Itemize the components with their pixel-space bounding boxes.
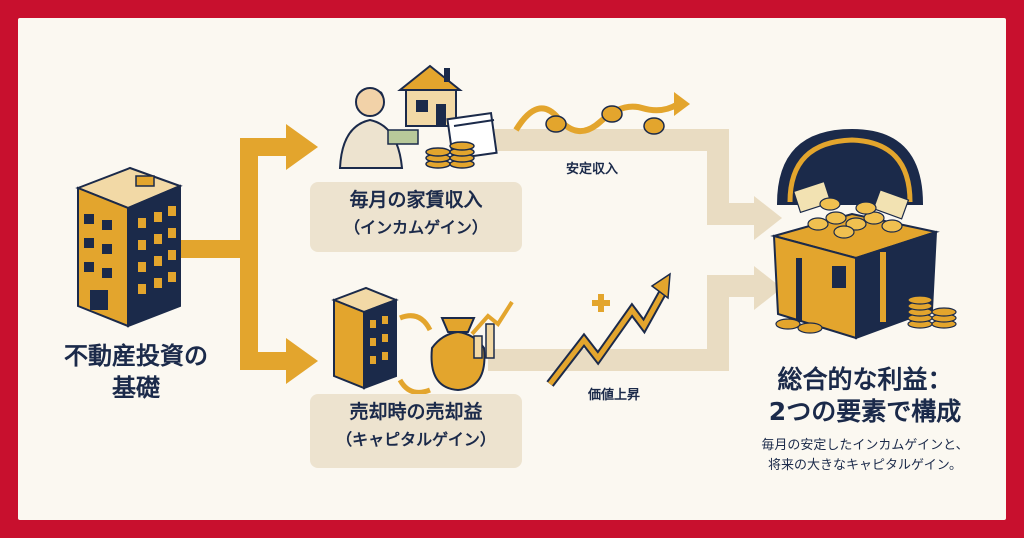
coin-icon — [545, 115, 567, 133]
title-line-2: 基礎 — [112, 374, 160, 402]
house-icon — [397, 64, 463, 127]
capital-gain-scene — [331, 286, 514, 395]
branch-top — [240, 138, 290, 156]
small-building-icon — [331, 286, 399, 390]
exchange-arrow-top — [399, 313, 433, 332]
coin-stack-icon — [425, 141, 475, 169]
treasure-chest-icon — [770, 128, 957, 340]
income-flow-arrowhead — [754, 196, 782, 240]
investment-basics-title: 不動産投資の 基礎 — [36, 340, 236, 404]
income-label-sub: （インカムゲイン） — [344, 218, 488, 237]
capital-label-box: 売却時の売却益 （キャピタルゲイン） — [310, 394, 522, 468]
title-line-1: 不動産投資の — [64, 342, 208, 370]
capital-flow-band — [488, 275, 758, 371]
branch-bottom-arrowhead — [286, 338, 318, 384]
value-rise-label: 価値上昇 — [588, 388, 641, 403]
income-label-main: 毎月の家賃収入 — [349, 189, 483, 211]
result-title-line-2: 2つの要素で構成 — [768, 397, 962, 426]
growth-bar-chart-icon — [473, 323, 495, 359]
branch-bottom — [240, 352, 290, 370]
branch-arrows — [180, 124, 318, 384]
value-rise-arrow — [546, 272, 671, 387]
income-label-box: 毎月の家賃収入 （インカムゲイン） — [310, 182, 522, 252]
description-line-1: 毎月の安定したインカムゲインと、 — [761, 438, 969, 453]
diagram-graphics — [75, 64, 957, 395]
branch-stem — [180, 240, 242, 258]
capital-label-sub: （キャピタルゲイン） — [336, 430, 496, 449]
branch-top-arrowhead — [286, 124, 318, 170]
stable-income-wave — [513, 92, 690, 135]
plus-icon — [592, 294, 610, 312]
capital-flow-arrowhead — [754, 266, 782, 310]
income-flow-band — [488, 129, 758, 225]
person-icon — [338, 87, 419, 169]
capital-label-main: 売却時の売却益 — [349, 401, 483, 423]
coin-icon — [643, 117, 665, 135]
money-bag-icon — [430, 317, 486, 392]
coin-icon — [601, 105, 623, 123]
total-profit-description: 毎月の安定したインカムゲインと、 将来の大きなキャピタルゲイン。 — [730, 436, 1000, 476]
coin-stack-icon — [775, 295, 957, 334]
branch-vertical — [240, 138, 258, 370]
stable-income-label: 安定収入 — [566, 162, 619, 177]
result-title-line-1: 総合的な利益： — [777, 365, 953, 394]
infographic-canvas: 不動産投資の 基礎 毎月の家賃収入 （インカムゲイン） 売却時の売却益 （キャピ… — [18, 18, 1006, 520]
apartment-building-icon — [75, 166, 183, 328]
treasure-coins — [792, 180, 910, 239]
rental-income-scene — [338, 64, 498, 169]
flow-bands — [488, 129, 782, 371]
total-profit-title: 総合的な利益： 2つの要素で構成 — [730, 364, 1000, 428]
description-line-2: 将来の大きなキャピタルゲイン。 — [768, 458, 962, 473]
exchange-arrow-bottom — [397, 378, 431, 395]
